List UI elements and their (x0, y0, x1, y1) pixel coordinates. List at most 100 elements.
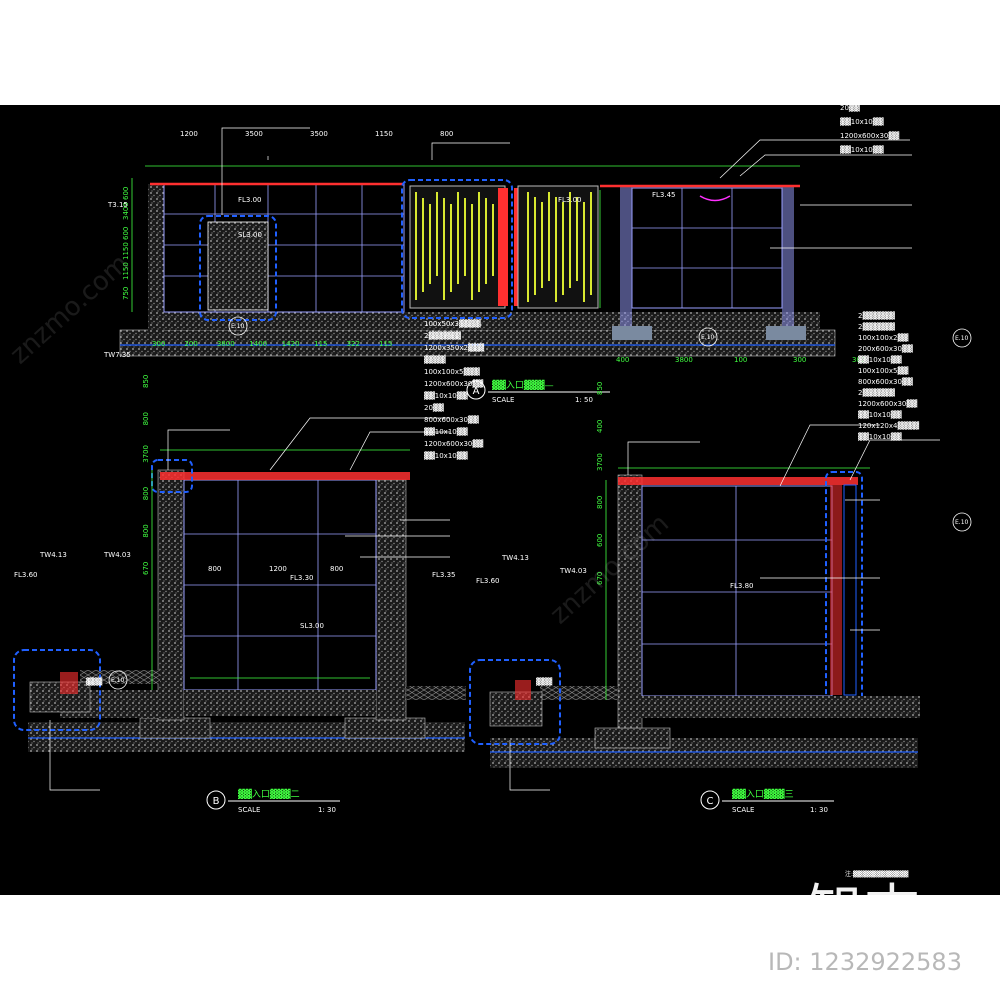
dimension-label: 100 (734, 356, 747, 364)
callout-label: ▓▓10x10▓▓ (840, 145, 884, 154)
dimension-label: 1150 (375, 130, 393, 138)
section-marker-c (700, 790, 720, 810)
sign-panel (207, 221, 269, 311)
dimension-label: 1200 (180, 130, 198, 138)
planter-cut (60, 672, 78, 694)
detail-ref-label: E.10 (955, 519, 969, 526)
level-tag: FL3.00 (558, 196, 582, 204)
callout-label: 800x600x30▓▓ (424, 415, 479, 424)
detail-ref-marker (228, 316, 248, 336)
scale-a: 1: 50 (575, 396, 593, 404)
level-tag: SL3.00 (238, 231, 262, 239)
callout-label: 100x100x5▓▓▓ (424, 367, 480, 376)
callout-label: 1200x600x30▓▓ (424, 379, 484, 388)
dimension-label: 322 (347, 340, 360, 348)
dimension-label: 3700 (596, 453, 604, 471)
dimension-label: 800 (142, 487, 150, 500)
level-tag: TW4.03 (559, 567, 587, 575)
ground-slab (490, 738, 918, 768)
level-tag: FL3.00 (238, 196, 262, 204)
level-tag: TW4.13 (39, 551, 67, 559)
tile-grid (184, 480, 376, 690)
callout-label: 20▓▓ (424, 403, 444, 412)
dimension-label: 1150 (122, 262, 130, 280)
section-marker-b (206, 790, 226, 810)
dimension-label: 850 (142, 375, 150, 388)
bottom-label: ▓▓▓ (86, 677, 103, 686)
callout-label: 2▓▓▓▓▓▓ (858, 311, 895, 320)
callout-label: ▓▓10x10▓▓ (858, 432, 902, 441)
scale-b: 1: 30 (318, 806, 336, 814)
dimension-label: 3800 (675, 356, 693, 364)
scale-label-a: SCALE (492, 396, 514, 404)
callout-label: 20▓▓ (840, 105, 860, 112)
dimension-label: 1150 (122, 242, 130, 260)
detail-ref-marker (952, 512, 972, 532)
paving (406, 686, 466, 700)
bottom-label: ▓▓▓ (536, 677, 553, 686)
callout-label: 1200x600x30▓▓ (840, 131, 900, 140)
planter-cut (515, 680, 531, 700)
wall-panel (641, 485, 833, 697)
callout-label: ▓▓10x10▓▓ (858, 355, 902, 364)
footing (766, 326, 806, 340)
paving (80, 670, 160, 684)
dimension-label: 400 (616, 356, 629, 364)
footing (344, 717, 426, 739)
wall-panel (163, 183, 405, 313)
detail-ref-marker (952, 328, 972, 348)
level-tag: FL3.35 (432, 571, 456, 579)
footing-band (150, 312, 820, 330)
level-tag: FL3.60 (14, 571, 38, 579)
dimension-label: 800 (142, 524, 150, 537)
callout-label: 1200x600x30▓▓ (858, 399, 918, 408)
ground-slab (119, 329, 836, 357)
cad-drawing: 3751180160011501200350150300012010851200… (5, 13, 972, 878)
coping-cut (160, 472, 410, 480)
dimension-label: 200 (184, 340, 197, 348)
dimension-label: 600 (596, 534, 604, 547)
footing (139, 717, 211, 739)
callout-label: ▓▓10x10▓▓ (424, 451, 468, 460)
dimension-label: 300 (852, 356, 865, 364)
pavilion-grid (632, 188, 782, 308)
level-tag: FL3.60 (476, 577, 500, 585)
detail-ref-label: E.10 (701, 334, 715, 341)
callout-label: 2▓▓▓▓▓▓ (424, 331, 461, 340)
dimension-label: 3400 (122, 202, 130, 220)
base-layer (184, 702, 376, 716)
title-b: ▓▓入口▓▓▓二 (238, 788, 300, 800)
tile-grid (642, 486, 832, 696)
title-a: ▓▓入口▓▓▓— (492, 379, 554, 391)
footnote: 注:▓▓▓▓▓▓▓▓▓▓▓▓ (845, 870, 909, 878)
callout-label: 2▓▓▓▓▓▓ (858, 322, 895, 331)
marker-a-letter: A (473, 386, 480, 397)
dimension-label: 600 (122, 187, 130, 200)
gate-slats-left (415, 192, 494, 300)
dimension-label: 800 (440, 130, 453, 138)
dimension-label: 300 (793, 356, 806, 364)
callout-label: 120x120x4▓▓▓▓ (858, 421, 920, 430)
callout-label: 100x100x5▓▓ (858, 366, 909, 375)
callout-label: ▓▓10x10▓▓ (840, 117, 884, 126)
wall-left (157, 469, 185, 721)
level-tag: SL3.00 (300, 622, 324, 630)
wall-pier (148, 184, 164, 334)
callout-cloud (401, 179, 513, 319)
dimension-label: 800 (330, 565, 343, 573)
level-tag: FL3.45 (652, 191, 676, 199)
dimension-label: 400 (596, 420, 604, 433)
callout-label: 800x600x30▓▓ (858, 377, 913, 386)
wall-right (375, 479, 407, 721)
section-marker-a (466, 380, 486, 400)
level-tag: T3.15 (107, 201, 128, 209)
dimension-label: 3700 (142, 445, 150, 463)
detail-ref-marker (698, 327, 718, 347)
coping-cut (618, 477, 858, 485)
scale-label-b: SCALE (238, 806, 260, 814)
dimension-label: 600 (122, 227, 130, 240)
marker-c-letter: C (707, 796, 714, 807)
dimension-label: 300 (152, 340, 165, 348)
callout-label: ▓▓10x10▓▓ (858, 410, 902, 419)
dimension-label: 670 (142, 562, 150, 575)
